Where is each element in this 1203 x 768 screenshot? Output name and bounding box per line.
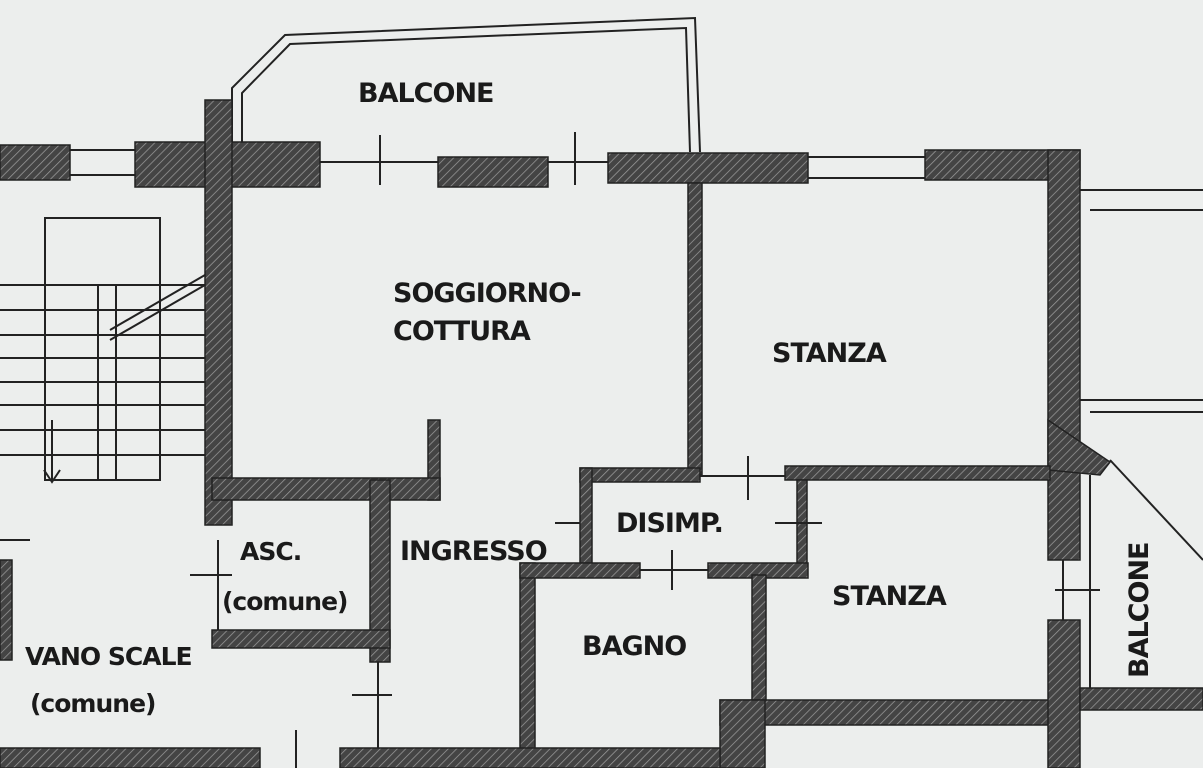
room-label-balcone-top: BALCONE (358, 78, 494, 109)
staircase (0, 217, 208, 484)
room-label-stanza-bottom: STANZA (832, 581, 947, 612)
room-label-asc: ASC. (240, 537, 301, 566)
room-label-vano-scale: VANO SCALE (25, 642, 192, 671)
room-label-soggiorno-2: COTTURA (393, 316, 531, 347)
room-label-asc-comune: (comune) (222, 587, 347, 616)
windows-and-doors (0, 132, 1203, 768)
room-label-ingresso: INGRESSO (400, 536, 547, 567)
room-label-bagno: BAGNO (582, 631, 686, 662)
room-label-vano-comune: (comune) (30, 689, 155, 718)
room-label-soggiorno-1: SOGGIORNO- (393, 278, 581, 309)
room-label-disimpegno: DISIMP. (616, 508, 723, 539)
walls (0, 99, 1203, 768)
room-label-balcone-right: BALCONE (1124, 543, 1155, 679)
room-label-stanza-top: STANZA (772, 338, 887, 369)
